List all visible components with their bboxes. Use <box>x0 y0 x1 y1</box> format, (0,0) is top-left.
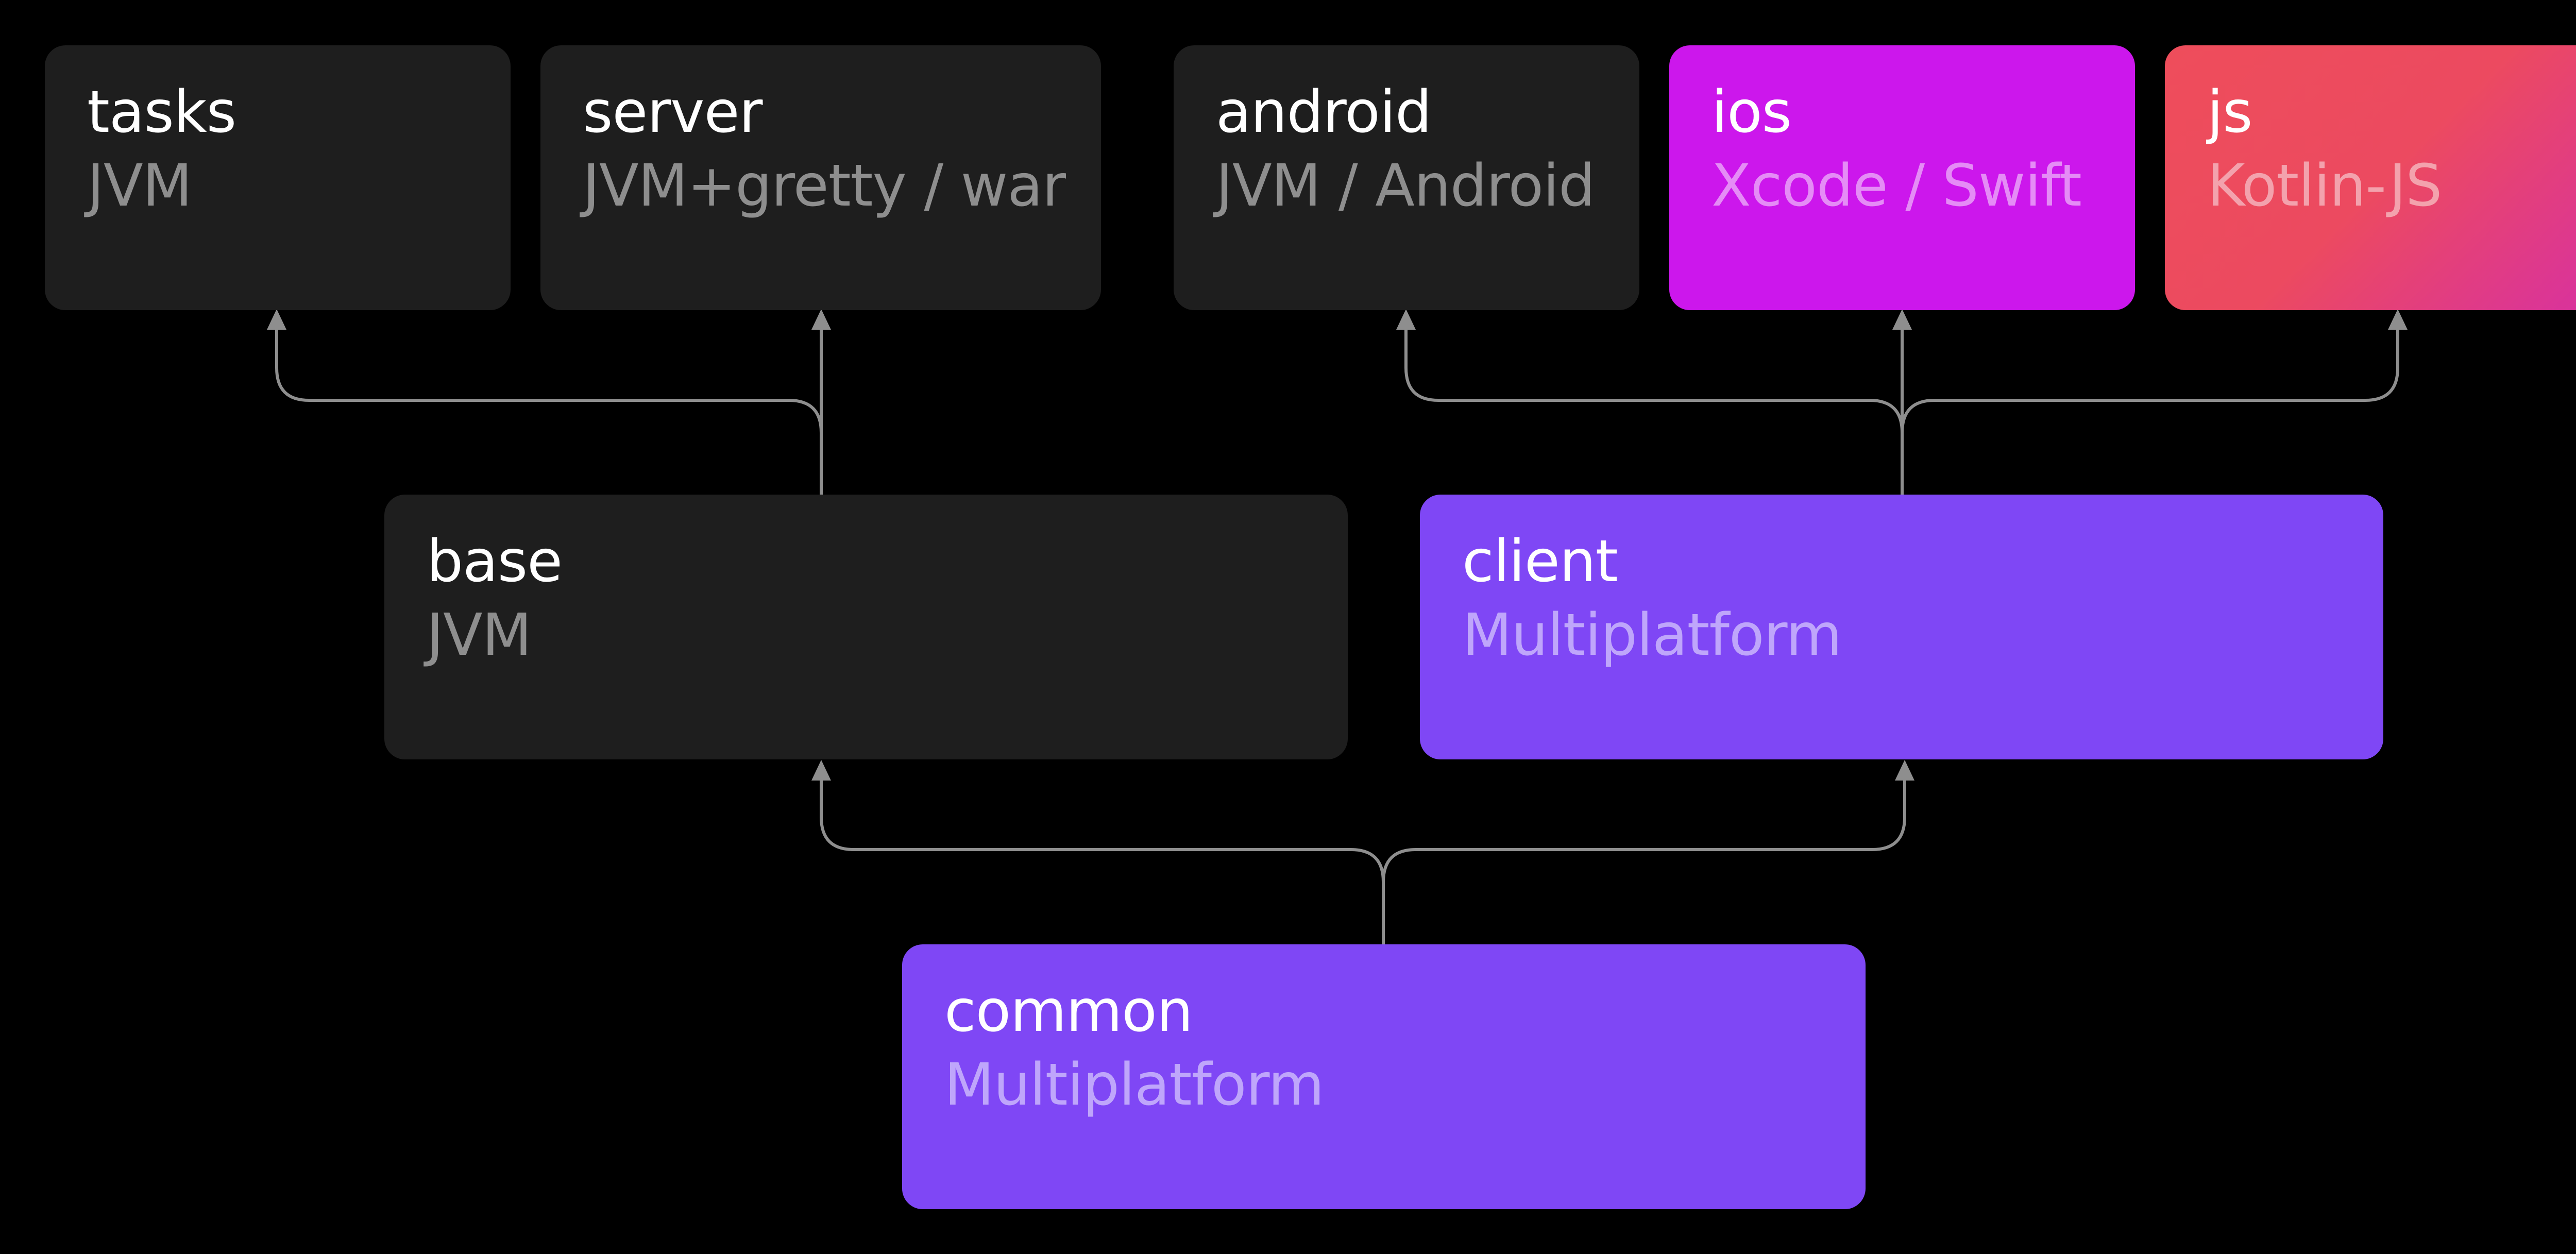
node-js-title: js <box>2207 79 2252 146</box>
node-common-subtitle: Multiplatform <box>944 1052 1325 1119</box>
node-js: js Kotlin-JS <box>2165 45 2576 310</box>
arrowhead-base <box>811 760 831 781</box>
node-server-title: server <box>583 79 763 146</box>
node-server: server JVM+gretty / war <box>540 45 1101 310</box>
node-android: android JVM / Android <box>1174 45 1639 310</box>
node-android-subtitle: JVM / Android <box>1216 152 1595 219</box>
edge-common-base <box>820 775 1385 944</box>
edge-common-client <box>1382 775 1906 944</box>
arrowhead-server <box>811 309 831 330</box>
node-tasks: tasks JVM <box>45 45 511 310</box>
arrowhead-client <box>1895 760 1914 781</box>
node-base: base JVM <box>384 495 1348 759</box>
node-js-subtitle: Kotlin-JS <box>2207 152 2442 219</box>
node-client: client Multiplatform <box>1420 495 2383 759</box>
edge-client-js <box>1901 325 2399 495</box>
node-client-title: client <box>1462 528 1618 595</box>
node-common: common Multiplatform <box>902 944 1866 1209</box>
node-client-subtitle: Multiplatform <box>1462 602 1842 669</box>
node-server-subtitle: JVM+gretty / war <box>583 152 1066 219</box>
edge-client-android <box>1404 325 1904 495</box>
node-base-subtitle: JVM <box>427 602 532 669</box>
node-ios: ios Xcode / Swift <box>1669 45 2135 310</box>
node-tasks-title: tasks <box>87 79 236 146</box>
edge-base-tasks <box>275 325 823 495</box>
node-tasks-subtitle: JVM <box>87 152 192 219</box>
node-base-title: base <box>427 528 563 595</box>
arrowhead-ios <box>1892 309 1912 330</box>
node-android-title: android <box>1216 79 1432 146</box>
node-ios-subtitle: Xcode / Swift <box>1711 152 2082 219</box>
arrowhead-tasks <box>267 309 286 330</box>
arrowhead-android <box>1396 309 1416 330</box>
node-common-title: common <box>944 978 1193 1045</box>
node-ios-title: ios <box>1711 79 1792 146</box>
arrowhead-js <box>2388 309 2408 330</box>
